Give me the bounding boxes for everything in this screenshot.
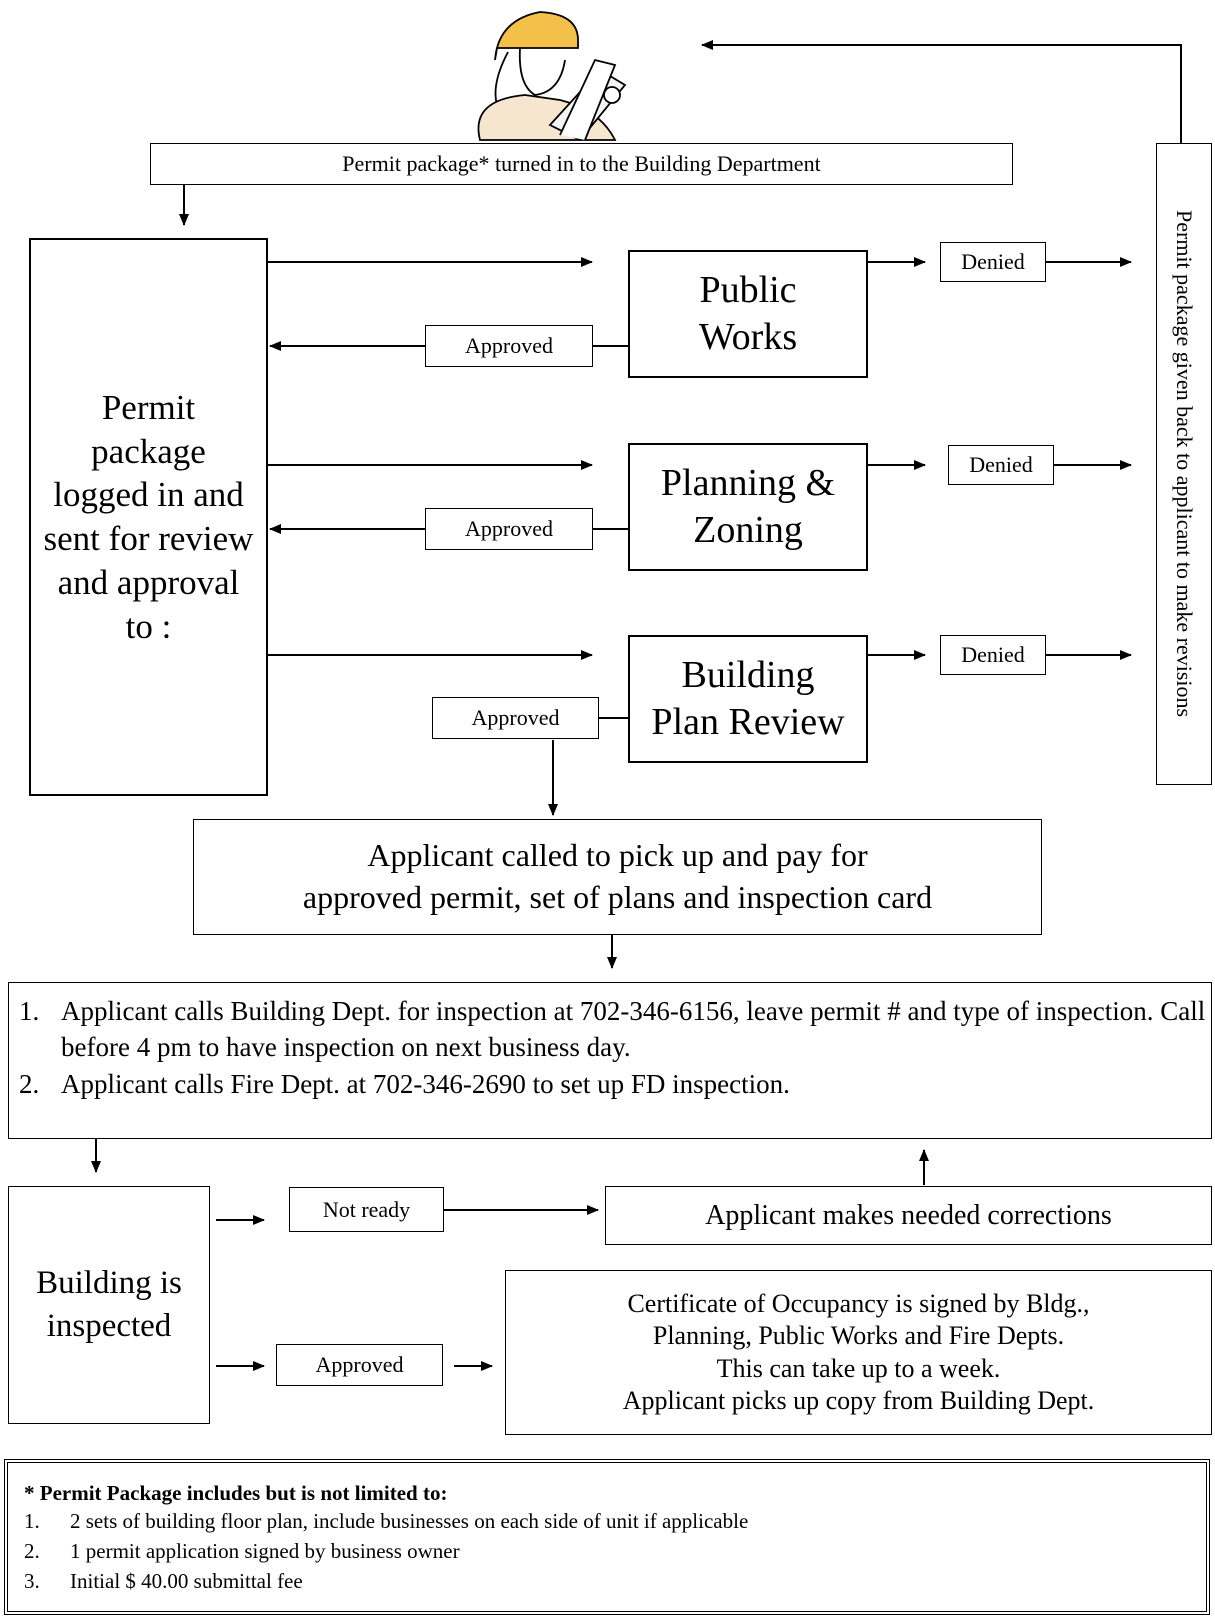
step-text: Applicant calls Fire Dept. at 702-346-26… — [61, 1068, 790, 1099]
inspection-step: 1. Applicant calls Building Dept. for in… — [9, 993, 1211, 1066]
step-text: Applicant calls Building Dept. for inspe… — [61, 996, 1206, 1063]
inspection-steps-list: 1. Applicant calls Building Dept. for in… — [9, 993, 1211, 1102]
logged-label: Permit package logged in and sent for re… — [43, 387, 254, 646]
package-item-text: Initial $ 40.00 submittal fee — [70, 1569, 303, 1593]
dept-name-line1: Building — [681, 653, 815, 696]
dept-name-line2: Zoning — [693, 509, 803, 551]
certificate-box: Certificate of Occupancy is signed by Bl… — [505, 1270, 1212, 1435]
corrections-label: Applicant makes needed corrections — [705, 1200, 1112, 1231]
denied-label-pw: Denied — [940, 242, 1046, 282]
approved-text: Approved — [315, 1352, 404, 1377]
certificate-line: Certificate of Occupancy is signed by Bl… — [627, 1288, 1090, 1318]
approved-label-pw: Approved — [425, 325, 593, 367]
dept-planning-zoning: Planning & Zoning — [628, 443, 868, 571]
dept-name-line1: Public — [699, 268, 797, 311]
package-item-number: 2. — [24, 1539, 40, 1563]
approved-text: Approved — [471, 705, 560, 730]
inspected-box: Building is inspected — [8, 1186, 210, 1424]
returned-box: Permit package given back to applicant t… — [1156, 143, 1212, 785]
submit-label: Permit package* turned in to the Buildin… — [342, 151, 821, 176]
dept-name-line1: Planning & — [660, 461, 836, 504]
inspect-approved-label: Approved — [276, 1344, 443, 1386]
package-item: 3. Initial $ 40.00 submittal fee — [24, 1566, 1206, 1596]
not-ready-text: Not ready — [322, 1196, 411, 1222]
inspection-steps-box: 1. Applicant calls Building Dept. for in… — [8, 982, 1212, 1139]
returned-label: Permit package given back to applicant t… — [1172, 210, 1197, 718]
denied-text: Denied — [961, 249, 1025, 274]
step-number: 2. — [19, 1068, 40, 1099]
certificate-line: Applicant picks up copy from Building De… — [622, 1386, 1095, 1415]
denied-text: Denied — [961, 642, 1025, 667]
inspected-label: Building is inspected — [36, 1265, 182, 1344]
logged-box: Permit package logged in and sent for re… — [29, 238, 268, 796]
certificate-line: Planning, Public Works and Fire Depts. — [652, 1321, 1065, 1350]
dept-building-plan-review: Building Plan Review — [628, 635, 868, 763]
pickup-line2: approved permit, set of plans and inspec… — [302, 879, 933, 915]
return-arrow — [701, 40, 1182, 143]
dept-name-line2: Works — [698, 316, 798, 358]
package-item-number: 1. — [24, 1509, 40, 1533]
package-item: 2. 1 permit application signed by busine… — [24, 1536, 1206, 1566]
step-number: 1. — [19, 996, 40, 1026]
not-ready-label: Not ready — [289, 1187, 444, 1232]
approved-text: Approved — [465, 516, 553, 541]
pickup-line1: Applicant called to pick up and pay for — [367, 837, 868, 874]
dept-public-works: Public Works — [628, 250, 868, 378]
denied-label-bp: Denied — [940, 635, 1046, 675]
approved-text: Approved — [465, 333, 553, 358]
dept-name-line2: Plan Review — [651, 701, 845, 743]
package-item-text: 2 sets of building floor plan, include b… — [70, 1509, 749, 1533]
corrections-box: Applicant makes needed corrections — [605, 1186, 1212, 1245]
denied-text: Denied — [969, 452, 1033, 477]
certificate-line: This can take up to a week. — [716, 1353, 1001, 1383]
package-item-text: 1 permit application signed by business … — [70, 1539, 460, 1563]
pickup-box: Applicant called to pick up and pay for … — [193, 819, 1042, 935]
denied-label-pz: Denied — [948, 445, 1054, 485]
package-item: 1. 2 sets of building floor plan, includ… — [24, 1506, 1206, 1536]
package-note-title: * Permit Package includes but is not lim… — [24, 1481, 448, 1505]
package-note-box: * Permit Package includes but is not lim… — [4, 1459, 1210, 1615]
approved-label-pz: Approved — [425, 508, 593, 550]
inspector-illustration — [477, 11, 627, 142]
inspection-step: 2. Applicant calls Fire Dept. at 702-346… — [9, 1066, 1211, 1102]
approved-label-bp: Approved — [432, 697, 599, 739]
package-item-number: 3. — [24, 1569, 40, 1593]
submit-box: Permit package* turned in to the Buildin… — [150, 143, 1013, 185]
